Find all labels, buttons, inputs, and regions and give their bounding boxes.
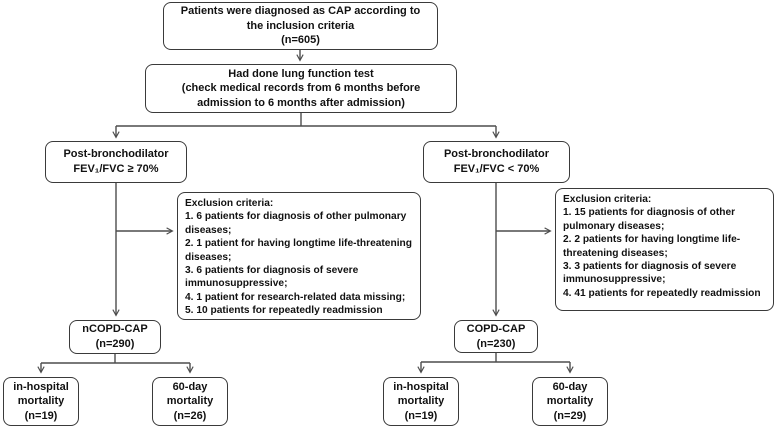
node-ncopd-60-day-count: (n=26) (173, 409, 207, 422)
node-lung-function-test-line: admission to 6 months after admission) (197, 96, 405, 109)
node-copd-in-hospital-mortality: in-hospital mortality (n=19) (383, 377, 459, 426)
exclusion-right-item: 4. 41 patients for repeatedly readmissio… (563, 287, 761, 299)
node-ncopd-in-hospital-line: mortality (17, 395, 65, 408)
node-ncopd-cap: nCOPD-CAP (n=290) (69, 320, 161, 354)
node-ncopd-in-hospital-line: in-hospital (13, 380, 69, 393)
node-post-bronchodilator-ge-70-line: Post-bronchodilator (63, 148, 169, 161)
node-copd-60-day-mortality: 60-day mortality (n=29) (532, 377, 608, 426)
node-lung-function-test: Had done lung function test (check medic… (145, 64, 457, 113)
node-ncopd-60-day-mortality: 60-day mortality (n=26) (152, 377, 228, 426)
exclusion-right-item: 1. 15 patients for diagnosis of other pu… (563, 207, 736, 232)
node-post-bronchodilator-lt-70: Post-bronchodilator FEV₁/FVC < 70% (423, 141, 570, 183)
exclusion-right-item: 2. 2 patients for having longtime life-t… (563, 234, 741, 259)
node-ncopd-cap-count: (n=290) (95, 338, 135, 350)
node-post-bronchodilator-ge-70-line: FEV₁/FVC ≥ 70% (73, 163, 159, 175)
exclusion-right-heading: Exclusion criteria: (563, 194, 652, 205)
exclusion-left-item: 1. 6 patients for diagnosis of other pul… (185, 211, 407, 236)
node-copd-60-day-line: 60-day (552, 380, 588, 393)
connector-copd-split (421, 353, 570, 363)
node-exclusion-criteria-right: Exclusion criteria: 1. 15 patients for d… (555, 188, 774, 311)
node-post-bronchodilator-lt-70-line: Post-bronchodilator (443, 148, 550, 161)
node-copd-cap-label: COPD-CAP (466, 322, 526, 335)
connector-split-trunk (116, 113, 496, 127)
node-post-bronchodilator-ge-70: Post-bronchodilator FEV₁/FVC ≥ 70% (45, 141, 187, 183)
connector-ncopd-split (41, 354, 190, 364)
node-ncopd-in-hospital-count: (n=19) (24, 409, 58, 422)
node-copd-in-hospital-line: in-hospital (393, 380, 449, 393)
node-copd-in-hospital-count: (n=19) (404, 409, 438, 422)
node-ncopd-in-hospital-mortality: in-hospital mortality (n=19) (3, 377, 79, 426)
node-cap-diagnosis: Patients were diagnosed as CAP according… (163, 2, 438, 50)
node-ncopd-60-day-line: mortality (166, 395, 214, 408)
node-copd-60-day-count: (n=29) (553, 409, 587, 422)
node-copd-60-day-line: mortality (546, 395, 594, 408)
node-copd-in-hospital-line: mortality (397, 395, 445, 408)
node-exclusion-criteria-left: Exclusion criteria: 1. 6 patients for di… (177, 192, 421, 320)
node-lung-function-test-line: Had done lung function test (228, 67, 374, 80)
exclusion-right-item: 3. 3 patients for diagnosis of severe im… (563, 261, 737, 286)
node-post-bronchodilator-lt-70-line: FEV₁/FVC < 70% (453, 163, 540, 175)
exclusion-left-item: 4. 1 patient for research-related data m… (185, 291, 406, 303)
exclusion-left-item: 5. 10 patients for repeatedly readmissio… (185, 305, 383, 317)
exclusion-left-item: 3. 6 patients for diagnosis of severe im… (185, 265, 359, 290)
node-lung-function-test-line: (check medical records from 6 months bef… (181, 82, 421, 95)
exclusion-left-heading: Exclusion criteria: (185, 198, 274, 209)
node-cap-diagnosis-line: the inclusion criteria (246, 19, 355, 32)
node-cap-diagnosis-count: (n=605) (281, 34, 320, 47)
node-copd-cap: COPD-CAP (n=230) (454, 320, 538, 353)
node-copd-cap-count: (n=230) (476, 337, 516, 350)
node-cap-diagnosis-line: Patients were diagnosed as CAP according… (180, 5, 421, 18)
node-ncopd-60-day-line: 60-day (172, 380, 208, 393)
exclusion-left-item: 2. 1 patient for having longtime life-th… (185, 238, 412, 263)
node-ncopd-cap-label: nCOPD-CAP (82, 323, 148, 336)
